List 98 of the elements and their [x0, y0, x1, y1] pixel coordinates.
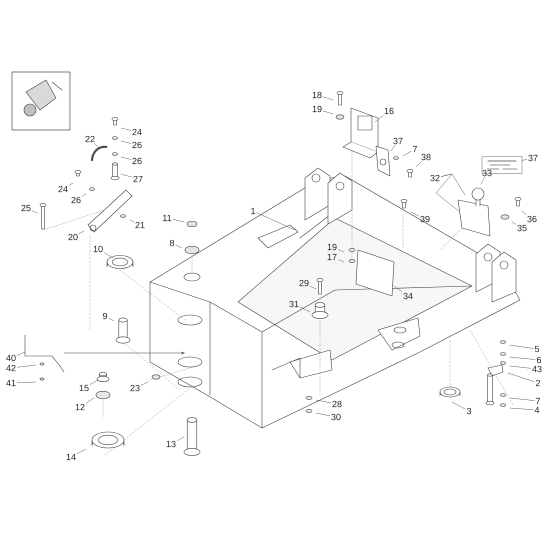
leader-line — [94, 143, 100, 148]
leader-line — [120, 156, 132, 160]
leader-line — [120, 140, 132, 144]
callout-number: 24 — [58, 186, 68, 192]
leader-line — [16, 382, 36, 383]
callout-number: 12 — [76, 404, 85, 410]
leader-line — [120, 128, 132, 131]
callout-number: 9 — [102, 312, 108, 320]
callout-number: 18 — [312, 92, 322, 98]
callout-number: 43 — [532, 366, 542, 372]
leader-line — [338, 259, 344, 262]
callout-number: 3 — [466, 408, 472, 414]
callout-number: 26 — [132, 158, 142, 164]
callout-number: 21 — [135, 222, 145, 228]
leader-line — [316, 412, 330, 416]
callout-number: 31 — [289, 300, 299, 308]
leader-line — [510, 366, 532, 369]
leader-line — [510, 344, 534, 349]
leader-line — [390, 145, 396, 152]
leader-line — [316, 400, 332, 404]
callout-number: 7 — [412, 146, 418, 152]
callout-number: 5 — [534, 346, 540, 352]
callout-number: 40 — [6, 354, 16, 362]
callout-number: 26 — [132, 142, 142, 148]
leader-line — [522, 210, 527, 215]
leader-line — [510, 408, 534, 410]
callout-number: 16 — [384, 108, 394, 114]
leader-line — [374, 115, 384, 122]
leader-line — [16, 364, 36, 368]
callout-number: 28 — [332, 400, 342, 408]
leader-line — [512, 222, 516, 224]
leader-line — [322, 96, 334, 100]
leader-line — [410, 212, 420, 216]
callout-number: 22 — [85, 136, 95, 142]
callout-number: 38 — [421, 154, 431, 160]
leader-line — [86, 398, 94, 404]
callout-number: 42 — [6, 364, 16, 372]
callout-number: 30 — [331, 414, 341, 420]
callout-number: 14 — [66, 454, 76, 460]
callout-number: 27 — [133, 176, 143, 182]
leader-line — [402, 150, 412, 156]
leader-line — [120, 174, 132, 178]
callout-number: 13 — [166, 440, 176, 448]
leader-line — [510, 356, 536, 360]
callout-number: 23 — [130, 384, 140, 392]
leader-line — [510, 398, 535, 401]
callout-number: 4 — [534, 406, 540, 414]
leader-line — [32, 210, 38, 214]
callout-number: 25 — [21, 204, 31, 212]
leader-line — [522, 159, 528, 161]
callout-number: 37 — [528, 154, 538, 162]
callout-number: 2 — [536, 380, 540, 386]
leader-line — [108, 318, 114, 322]
leader-line — [76, 448, 86, 454]
leader-line — [78, 230, 84, 234]
callout-number: 11 — [163, 214, 172, 222]
callout-number: 19 — [312, 106, 322, 112]
leader-line — [338, 249, 344, 252]
callout-number: 15 — [80, 384, 89, 392]
callout-number: 41 — [6, 380, 16, 386]
leader-line — [176, 436, 184, 441]
leader-line — [90, 380, 98, 385]
callout-number: 8 — [170, 240, 174, 246]
callout-number: 10 — [94, 246, 103, 252]
leader-line — [480, 177, 485, 184]
callout-number: 29 — [299, 280, 309, 286]
leader-line — [256, 212, 296, 230]
callout-number: 37 — [393, 138, 403, 144]
leader-line — [130, 220, 134, 222]
callout-number: 34 — [403, 292, 413, 300]
callout-number: 20 — [68, 234, 78, 240]
leader-line — [416, 161, 422, 168]
callout-number: 35 — [517, 224, 527, 232]
leader-line — [104, 252, 114, 258]
callout-number: 19 — [328, 244, 337, 250]
callout-number: 24 — [132, 128, 142, 136]
leader-line — [452, 402, 466, 410]
leader-line — [508, 372, 535, 382]
leader-line — [300, 306, 310, 312]
callout-number: 26 — [71, 196, 81, 204]
leader-line — [82, 194, 86, 196]
leader-line — [394, 286, 402, 292]
leader-line — [436, 174, 460, 212]
leader-line — [16, 352, 26, 356]
leader-line — [310, 286, 316, 290]
leader-line — [322, 110, 334, 114]
callout-number: 7 — [536, 398, 540, 404]
leader-line — [68, 182, 74, 186]
leader-line — [175, 244, 182, 248]
callout-number: 33 — [482, 170, 492, 176]
callout-number: 1 — [251, 208, 256, 214]
callout-number: 39 — [420, 216, 430, 222]
callout-number: 6 — [536, 356, 542, 364]
callout-number: 36 — [527, 216, 537, 222]
callout-number: 17 — [328, 254, 337, 260]
leader-line — [140, 382, 148, 386]
leader-line — [172, 219, 184, 222]
callout-number: 32 — [430, 174, 440, 182]
